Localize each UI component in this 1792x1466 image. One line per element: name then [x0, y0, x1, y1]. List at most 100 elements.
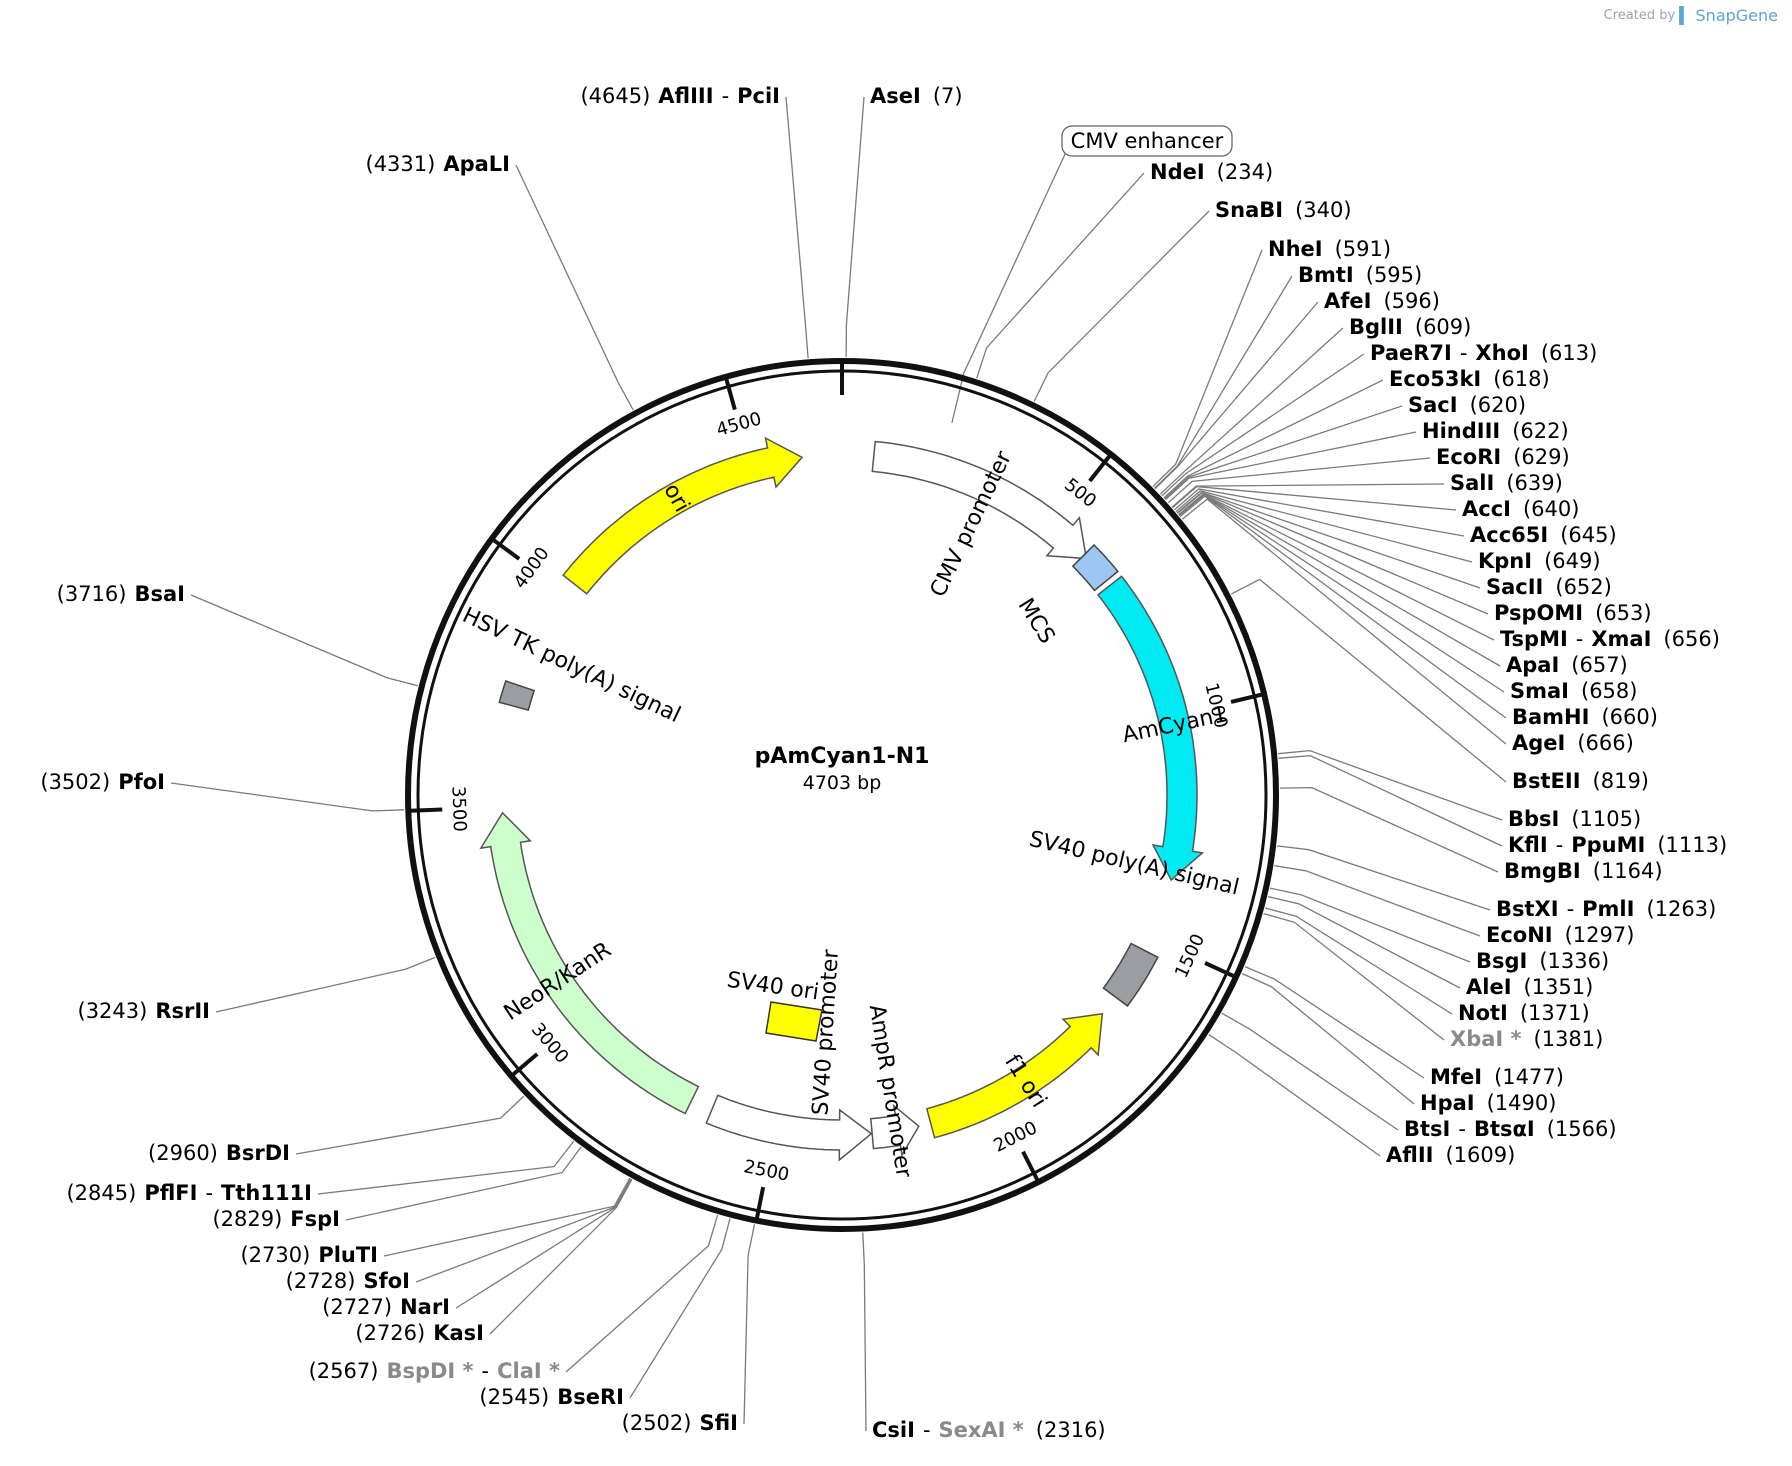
enzyme-label-afei[interactable]: AfeI(596) [1324, 289, 1440, 313]
enzyme-label-bspdi-clai[interactable]: (2567)BspDI *-ClaI * [309, 1359, 560, 1383]
enzyme-site-bstxi-pmli[interactable]: BstXI-PmlI(1263) [1496, 897, 1716, 921]
enzyme-site-hindiii[interactable]: HindIII(622) [1422, 419, 1569, 443]
feature-f1-ori[interactable]: f1 ori [925, 1012, 1104, 1139]
enzyme-site-bspdi-clai[interactable]: (2567)BspDI *-ClaI * [309, 1359, 560, 1383]
enzyme-label-bsai[interactable]: (3716)BsaI [57, 582, 185, 606]
enzyme-site-econi[interactable]: EcoNI(1297) [1486, 923, 1634, 947]
enzyme-label-asei[interactable]: AseI(7) [870, 84, 963, 108]
enzyme-label-bsrdi[interactable]: (2960)BsrDI [148, 1141, 290, 1165]
feature-shape-ori[interactable] [562, 436, 804, 595]
enzyme-label-smai[interactable]: SmaI(658) [1510, 679, 1637, 703]
feature-shape-sv40-ori[interactable] [765, 1001, 823, 1042]
enzyme-site-bsrdi[interactable]: (2960)BsrDI [148, 1141, 290, 1165]
feature-shape-f1-ori[interactable] [925, 1012, 1104, 1139]
enzyme-site-agei[interactable]: AgeI(666) [1512, 731, 1634, 755]
enzyme-label-tspmi-xmai[interactable]: TspMI-XmaI(656) [1500, 627, 1720, 651]
enzyme-site-apali[interactable]: (4331)ApaLI [366, 152, 511, 176]
enzyme-label-bmgbi[interactable]: BmgBI(1164) [1504, 859, 1663, 883]
feature-neor-kanr[interactable]: NeoR/KanR [479, 811, 700, 1115]
enzyme-label-xbai[interactable]: XbaI *(1381) [1450, 1027, 1603, 1051]
feature-shape-amcyan1[interactable] [1096, 575, 1205, 882]
feature-sv40-ori[interactable]: SV40 ori [725, 968, 823, 1042]
enzyme-label-pspomi[interactable]: PspOMI(653) [1494, 601, 1652, 625]
enzyme-site-pspomi[interactable]: PspOMI(653) [1494, 601, 1652, 625]
enzyme-site-sacii[interactable]: SacII(652) [1486, 575, 1612, 599]
callout-cmv-enhancer[interactable]: CMV enhancer [1061, 125, 1233, 157]
enzyme-site-sali[interactable]: SalI(639) [1450, 471, 1563, 495]
enzyme-label-nhei[interactable]: NheI(591) [1268, 237, 1391, 261]
enzyme-label-btsi-bts-i[interactable]: BtsI-BtsαI(1566) [1404, 1117, 1617, 1141]
enzyme-label-alei[interactable]: AleI(1351) [1466, 975, 1593, 999]
enzyme-site-fspi[interactable]: (2829)FspI [212, 1207, 340, 1231]
enzyme-site-kpni[interactable]: KpnI(649) [1478, 549, 1601, 573]
enzyme-label-agei[interactable]: AgeI(666) [1512, 731, 1634, 755]
feature-shape-mcs[interactable] [1071, 543, 1119, 592]
feature-shape-hsv-tk-poly-a-signal[interactable] [498, 680, 536, 712]
enzyme-site-tspmi-xmai[interactable]: TspMI-XmaI(656) [1500, 627, 1720, 651]
enzyme-label-kfli-ppumi[interactable]: KflI-PpuMI(1113) [1508, 833, 1727, 857]
enzyme-label-sfoi[interactable]: (2728)SfoI [286, 1269, 410, 1293]
enzyme-label-aflii[interactable]: AflII(1609) [1386, 1143, 1515, 1167]
enzyme-label-apali[interactable]: (4331)ApaLI [366, 152, 511, 176]
enzyme-site-kfli-ppumi[interactable]: KflI-PpuMI(1113) [1508, 833, 1727, 857]
enzyme-site-mfei[interactable]: MfeI(1477) [1430, 1065, 1564, 1089]
enzyme-site-paer7i-xhoi[interactable]: PaeR7I-XhoI(613) [1370, 341, 1597, 365]
enzyme-site-bseri[interactable]: (2545)BseRI [479, 1385, 624, 1409]
enzyme-label-pluti[interactable]: (2730)PluTI [240, 1243, 378, 1267]
enzyme-site-eco53ki[interactable]: Eco53kI(618) [1389, 367, 1550, 391]
enzyme-label-pfoi[interactable]: (3502)PfoI [40, 770, 165, 794]
enzyme-label-kpni[interactable]: KpnI(649) [1478, 549, 1601, 573]
enzyme-site-bmti[interactable]: BmtI(595) [1298, 263, 1422, 287]
enzyme-site-smai[interactable]: SmaI(658) [1510, 679, 1637, 703]
enzyme-label-sacii[interactable]: SacII(652) [1486, 575, 1612, 599]
enzyme-label-sali[interactable]: SalI(639) [1450, 471, 1563, 495]
enzyme-site-asei[interactable]: AseI(7) [870, 84, 963, 108]
enzyme-label-fspi[interactable]: (2829)FspI [212, 1207, 340, 1231]
enzyme-site-bsgi[interactable]: BsgI(1336) [1476, 949, 1609, 973]
enzyme-site-xbai[interactable]: XbaI *(1381) [1450, 1027, 1603, 1051]
feature-sv40-poly-a-signal[interactable]: SV40 poly(A) signal [1027, 827, 1242, 1007]
enzyme-site-sfii[interactable]: (2502)SfiI [622, 1411, 738, 1435]
enzyme-label-acc65i[interactable]: Acc65I(645) [1470, 523, 1617, 547]
enzyme-site-nhei[interactable]: NheI(591) [1268, 237, 1391, 261]
feature-amcyan1[interactable]: AmCyan1 [1096, 575, 1229, 882]
enzyme-site-aflii[interactable]: AflII(1609) [1386, 1143, 1515, 1167]
feature-cmv-promoter[interactable]: CMV promoter [871, 440, 1088, 602]
enzyme-site-afei[interactable]: AfeI(596) [1324, 289, 1440, 313]
enzyme-site-pflfi-tth111i[interactable]: (2845)PflFI-Tth111I [66, 1181, 312, 1205]
enzyme-label-sfii[interactable]: (2502)SfiI [622, 1411, 738, 1435]
enzyme-site-bbsi[interactable]: BbsI(1105) [1508, 807, 1641, 831]
enzyme-label-nari[interactable]: (2727)NarI [322, 1295, 450, 1319]
enzyme-site-btsi-bts-i[interactable]: BtsI-BtsαI(1566) [1404, 1117, 1617, 1141]
enzyme-site-bamhi[interactable]: BamHI(660) [1512, 705, 1658, 729]
enzyme-site-nari[interactable]: (2727)NarI [322, 1295, 450, 1319]
enzyme-label-bsgi[interactable]: BsgI(1336) [1476, 949, 1609, 973]
enzyme-label-pflfi-tth111i[interactable]: (2845)PflFI-Tth111I [66, 1181, 312, 1205]
enzyme-site-hpai[interactable]: HpaI(1490) [1420, 1091, 1556, 1115]
enzyme-site-bmgbi[interactable]: BmgBI(1164) [1504, 859, 1663, 883]
enzyme-label-bsteii[interactable]: BstEII(819) [1512, 769, 1649, 793]
enzyme-site-ecori[interactable]: EcoRI(629) [1436, 445, 1570, 469]
enzyme-label-bmti[interactable]: BmtI(595) [1298, 263, 1422, 287]
enzyme-label-snabi[interactable]: SnaBI(340) [1215, 198, 1352, 222]
enzyme-label-csii-sexai[interactable]: CsiI-SexAI *(2316) [872, 1418, 1106, 1442]
enzyme-site-bglii[interactable]: BglII(609) [1349, 315, 1471, 339]
enzyme-label-hpai[interactable]: HpaI(1490) [1420, 1091, 1556, 1115]
enzyme-label-eco53ki[interactable]: Eco53kI(618) [1389, 367, 1550, 391]
enzyme-site-acc65i[interactable]: Acc65I(645) [1470, 523, 1617, 547]
enzyme-site-sfoi[interactable]: (2728)SfoI [286, 1269, 410, 1293]
enzyme-label-hindiii[interactable]: HindIII(622) [1422, 419, 1569, 443]
enzyme-label-saci[interactable]: SacI(620) [1408, 393, 1526, 417]
enzyme-label-rsrii[interactable]: (3243)RsrII [78, 999, 211, 1023]
enzyme-label-bamhi[interactable]: BamHI(660) [1512, 705, 1658, 729]
enzyme-label-paer7i-xhoi[interactable]: PaeR7I-XhoI(613) [1370, 341, 1597, 365]
enzyme-site-apai[interactable]: ApaI(657) [1506, 653, 1628, 677]
feature-shape-cmv-promoter[interactable] [871, 440, 1088, 560]
enzyme-label-noti[interactable]: NotI(1371) [1458, 1001, 1590, 1025]
feature-ori[interactable]: ori [562, 436, 804, 595]
enzyme-site-pluti[interactable]: (2730)PluTI [240, 1243, 378, 1267]
enzyme-label-bseri[interactable]: (2545)BseRI [479, 1385, 624, 1409]
enzyme-label-afliii-pcii[interactable]: (4645)AflIII-PciI [580, 84, 780, 108]
feature-hsv-tk-poly-a-signal[interactable]: HSV TK poly(A) signal [458, 603, 684, 728]
enzyme-site-bsai[interactable]: (3716)BsaI [57, 582, 185, 606]
